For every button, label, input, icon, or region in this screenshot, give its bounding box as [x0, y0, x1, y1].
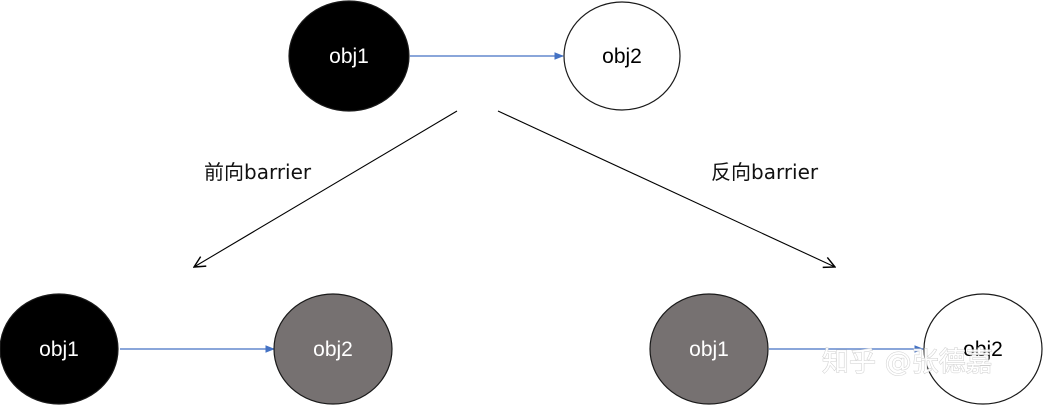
left-obj2-node	[273, 293, 393, 405]
top-group: obj1 obj2	[288, 0, 681, 112]
top-obj1-label: obj1	[329, 45, 369, 68]
forward-barrier-label: 前向barrier	[204, 160, 312, 184]
right-obj1-node	[649, 293, 769, 405]
forward-barrier-arrow	[194, 110, 458, 267]
top-obj2-label: obj2	[602, 45, 642, 68]
backward-barrier-label: 反向barrier	[711, 160, 819, 184]
watermark: 知乎 @张德嘉	[822, 347, 993, 378]
top-obj2-node	[563, 1, 681, 111]
right-obj2-label: obj2	[963, 338, 1003, 361]
right-obj1-label: obj1	[689, 338, 729, 361]
top-obj1-node	[288, 0, 410, 112]
left-obj1-node	[0, 293, 119, 405]
backward-barrier-arrow	[497, 110, 835, 267]
forward-result-group: obj1 obj2	[0, 293, 393, 405]
right-obj2-node	[923, 293, 1043, 405]
left-obj2-label: obj2	[313, 338, 353, 361]
backward-result-group: obj1 obj2	[649, 293, 1043, 405]
left-obj1-label: obj1	[39, 338, 79, 361]
